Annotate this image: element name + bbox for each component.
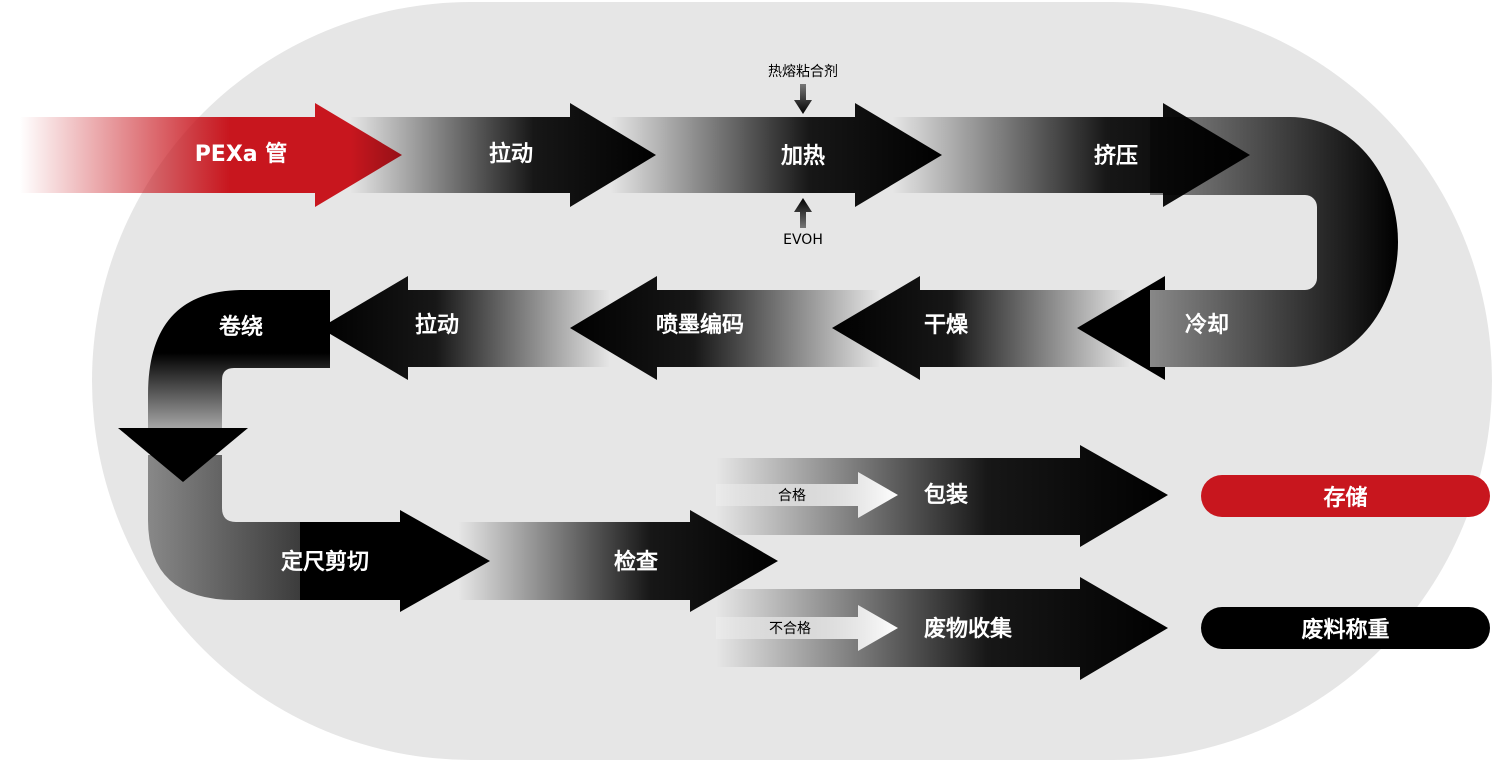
step-coil: 卷绕 (218, 315, 264, 340)
arrow-cut (300, 510, 490, 612)
step-cool: 冷却 (1184, 313, 1230, 338)
arrow-pexa (20, 103, 402, 207)
bend-left (148, 290, 330, 430)
arrow-package (716, 445, 1168, 547)
step-cut: 定尺剪切 (280, 550, 370, 575)
pass-branch-arrow (716, 472, 898, 518)
outcome-storage: 存储 (1201, 475, 1490, 517)
adhesive-input-arrow (794, 84, 812, 114)
arrow-inspect (458, 510, 778, 612)
arrow-extrude (892, 103, 1250, 207)
step-waste-collect: 废物收集 (923, 617, 1013, 642)
arrow-heat (610, 103, 942, 207)
arrow-inkjet (570, 276, 880, 380)
step-inspect: 检查 (613, 550, 659, 575)
step-heat: 加热 (780, 144, 826, 169)
step-pull-2: 拉动 (414, 313, 460, 338)
step-pexa-tube: PEXa 管 (194, 142, 288, 167)
branch-pass-label: 合格 (778, 488, 806, 504)
input-adhesive-label: 热熔粘合剂 (768, 64, 838, 80)
step-extrude: 挤压 (1093, 144, 1139, 169)
arrow-waste (716, 577, 1168, 680)
evoh-input-arrow (794, 198, 812, 228)
bend-right (1150, 117, 1398, 367)
arrow-pull-1 (350, 103, 656, 207)
input-evoh-label: EVOH (783, 232, 823, 248)
step-pull-1: 拉动 (488, 142, 534, 167)
fail-branch-arrow (716, 605, 898, 651)
step-dry: 干燥 (923, 313, 969, 338)
arrow-dry (832, 276, 1130, 380)
step-inkjet: 喷墨编码 (655, 313, 745, 338)
branch-fail-label: 不合格 (769, 621, 811, 637)
arrow-pull-2 (320, 276, 610, 380)
step-package: 包装 (923, 483, 969, 508)
arrow-down-head (118, 428, 248, 482)
outcome-scrap-weigh: 废料称重 (1201, 607, 1490, 649)
